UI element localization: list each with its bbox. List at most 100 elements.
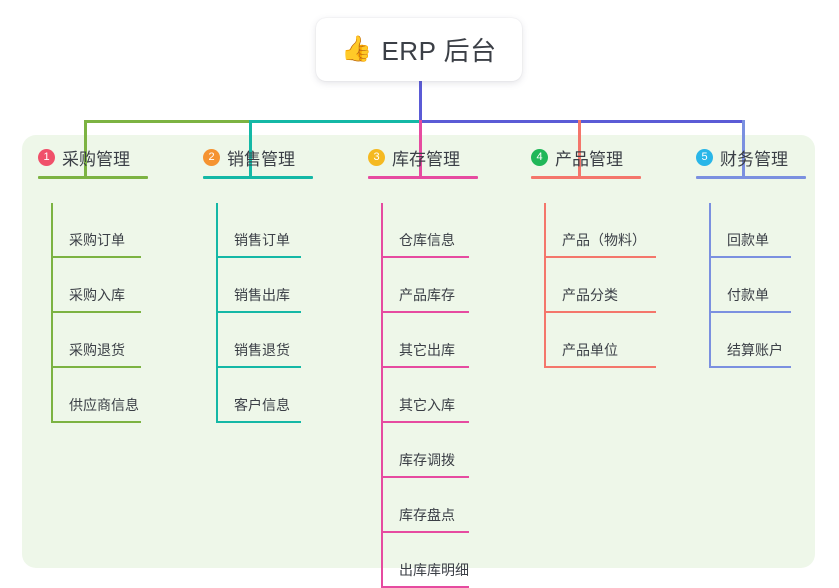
leaf-spine-4 [544, 203, 546, 368]
column-badge-1: 1 [38, 148, 55, 166]
leaf-item[interactable]: 库存调拨 [381, 423, 469, 478]
leaf-underline [544, 256, 656, 258]
leaf-item[interactable]: 仓库信息 [381, 203, 469, 258]
leaf-item-label: 产品分类 [562, 287, 618, 303]
leaf-underline [381, 476, 469, 478]
column-title-1: 采购管理 [62, 149, 130, 169]
leaf-underline [216, 311, 301, 313]
leaf-item[interactable]: 产品库存 [381, 258, 469, 313]
leaf-item-label: 销售订单 [234, 232, 290, 248]
leaf-item[interactable]: 采购订单 [51, 203, 141, 258]
root-node-label: ERP 后台 [381, 36, 497, 66]
column-title-4: 产品管理 [555, 149, 623, 169]
leaf-item[interactable]: 采购入库 [51, 258, 141, 313]
column-badge-2: 2 [203, 148, 220, 166]
column-underline-3 [368, 176, 478, 179]
leaf-underline [51, 421, 141, 423]
leaf-underline [544, 311, 656, 313]
leaf-item-label: 付款单 [727, 287, 769, 303]
leaf-item[interactable]: 其它出库 [381, 313, 469, 368]
column-header-3[interactable]: 3 库存管理 [368, 145, 478, 179]
leaf-underline [709, 311, 791, 313]
leaf-spine-2 [216, 203, 218, 423]
column-2: 2 销售管理销售订单销售出库销售退货客户信息 [203, 145, 313, 423]
column-badge-3: 3 [368, 148, 385, 166]
column-header-1[interactable]: 1 采购管理 [38, 145, 148, 179]
leaf-underline [381, 421, 469, 423]
leaf-item-label: 其它出库 [399, 342, 455, 358]
leaf-underline [381, 586, 469, 588]
column-underline-1 [38, 176, 148, 179]
column-underline-4 [531, 176, 641, 179]
leaf-underline [381, 366, 469, 368]
column-3: 3 库存管理仓库信息产品库存其它出库其它入库库存调拨库存盘点出库库明细 [368, 145, 478, 588]
leaf-item-label: 采购订单 [69, 232, 125, 248]
leaf-item-label: 产品（物料） [562, 232, 646, 248]
diagram-panel [22, 135, 815, 568]
leaf-item-label: 仓库信息 [399, 232, 455, 248]
leaf-underline [381, 256, 469, 258]
leaf-item[interactable]: 产品（物料） [544, 203, 656, 258]
leaf-item[interactable]: 回款单 [709, 203, 791, 258]
leaf-item-label: 客户信息 [234, 397, 290, 413]
column-header-4[interactable]: 4 产品管理 [531, 145, 641, 179]
trunk-segment-green [84, 120, 252, 123]
trunk-segment-blue [419, 120, 745, 123]
leaf-item-label: 库存调拨 [399, 452, 455, 468]
column-1: 1 采购管理采购订单采购入库采购退货供应商信息 [38, 145, 148, 423]
column-title-2: 销售管理 [227, 149, 295, 169]
column-underline-2 [203, 176, 313, 179]
leaf-item[interactable]: 付款单 [709, 258, 791, 313]
column-5: 5 财务管理回款单付款单结算账户 [696, 145, 806, 368]
column-badge-4: 4 [531, 148, 548, 166]
leaf-item-label: 库存盘点 [399, 507, 455, 523]
leaf-item-label: 销售出库 [234, 287, 290, 303]
branch-drop-5 [742, 120, 745, 176]
leaf-item-label: 出库库明细 [399, 562, 469, 578]
leaf-item-label: 回款单 [727, 232, 769, 248]
leaf-item[interactable]: 客户信息 [216, 368, 301, 423]
leaf-item-label: 采购入库 [69, 287, 125, 303]
leaf-item-label: 其它入库 [399, 397, 455, 413]
leaf-item[interactable]: 销售订单 [216, 203, 301, 258]
trunk-segment-teal [249, 120, 422, 123]
leaf-item-label: 产品单位 [562, 342, 618, 358]
leaf-spine-3 [381, 203, 383, 588]
leaf-item-label: 产品库存 [399, 287, 455, 303]
leaf-underline [51, 311, 141, 313]
branch-drop-3 [419, 120, 422, 176]
leaf-item[interactable]: 销售退货 [216, 313, 301, 368]
leaf-item[interactable]: 产品单位 [544, 313, 656, 368]
column-badge-5: 5 [696, 148, 713, 166]
thumbs-up-icon: 👍 [341, 35, 373, 63]
column-4: 4 产品管理产品（物料） 产品分类产品单位 [531, 145, 656, 368]
column-title-3: 库存管理 [392, 149, 460, 169]
leaf-item[interactable]: 其它入库 [381, 368, 469, 423]
leaf-item-label: 供应商信息 [69, 397, 139, 413]
leaf-underline [216, 421, 301, 423]
leaf-item[interactable]: 出库库明细 [381, 533, 469, 588]
leaf-underline [381, 311, 469, 313]
leaf-item[interactable]: 库存盘点 [381, 478, 469, 533]
leaf-item-label: 采购退货 [69, 342, 125, 358]
leaf-underline [544, 366, 656, 368]
column-header-5[interactable]: 5 财务管理 [696, 145, 806, 179]
leaf-item-label: 结算账户 [727, 342, 783, 358]
leaf-underline [709, 256, 791, 258]
leaf-item[interactable]: 销售出库 [216, 258, 301, 313]
leaf-item[interactable]: 结算账户 [709, 313, 791, 368]
leaf-underline [216, 256, 301, 258]
leaf-underline [51, 256, 141, 258]
column-header-2[interactable]: 2 销售管理 [203, 145, 313, 179]
leaf-spine-5 [709, 203, 711, 368]
leaf-underline [709, 366, 791, 368]
leaf-item[interactable]: 供应商信息 [51, 368, 141, 423]
leaf-item[interactable]: 产品分类 [544, 258, 656, 313]
leaf-underline [381, 531, 469, 533]
column-title-5: 财务管理 [720, 149, 788, 169]
leaf-item[interactable]: 采购退货 [51, 313, 141, 368]
root-node[interactable]: 👍 ERP 后台 [316, 18, 522, 81]
root-stem [419, 81, 422, 120]
leaf-underline [216, 366, 301, 368]
